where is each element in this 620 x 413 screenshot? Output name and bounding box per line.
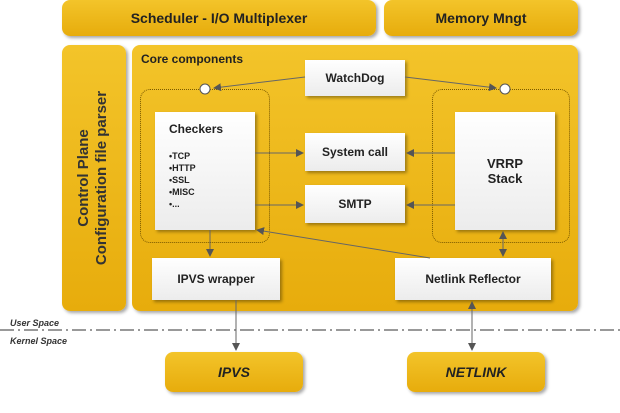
ipvs-kernel-label: IPVS	[218, 364, 250, 380]
ipvs-kernel-box: IPVS	[165, 352, 303, 392]
checkers-title: Checkers	[169, 122, 224, 136]
netlink-to-checkers-arrow	[256, 227, 431, 259]
checker-item-more: ...	[169, 198, 196, 210]
checker-item-http: HTTP	[169, 162, 196, 174]
ipvs-wrapper-box: IPVS wrapper	[152, 258, 280, 300]
kernel-space-label: Kernel Space	[10, 336, 68, 346]
vrrp-line1: VRRP	[486, 156, 524, 171]
netlink-reflector-label: Netlink Reflector	[425, 272, 521, 286]
checker-item-tcp: TCP	[169, 150, 196, 162]
watchdog-to-vrrp-arrow	[404, 76, 497, 92]
netlink-kernel-label: NETLINK	[445, 364, 507, 380]
system-call-label: System call	[321, 145, 389, 159]
smtp-box: SMTP	[305, 185, 405, 223]
netlink-kernel-box: NETLINK	[407, 352, 545, 392]
scheduler-label: Scheduler - I/O Multiplexer	[130, 10, 308, 26]
watchdog-box: WatchDog	[305, 60, 405, 96]
user-space-label: User Space	[10, 318, 60, 328]
system-call-box: System call	[305, 133, 405, 171]
smtp-label: SMTP	[338, 197, 372, 211]
vrrp-line2: Stack	[487, 171, 523, 186]
checkers-socket-icon	[199, 83, 211, 95]
netlink-reflector-box: Netlink Reflector	[395, 258, 551, 300]
ipvs-wrapper-label: IPVS wrapper	[177, 272, 255, 286]
scheduler-io-multiplexer-box: Scheduler - I/O Multiplexer	[62, 0, 376, 36]
memory-label: Memory Mngt	[435, 10, 527, 26]
vrrp-stack-box: VRRP Stack	[455, 112, 555, 230]
control-plane-box: Control Plane Configuration file parser	[62, 45, 126, 311]
checker-item-ssl: SSL	[169, 174, 196, 186]
core-components-label: Core components	[141, 52, 244, 66]
memory-management-box: Memory Mngt	[384, 0, 578, 36]
watchdog-label: WatchDog	[325, 71, 385, 85]
vrrp-socket-icon	[499, 83, 511, 95]
checkers-list: TCP HTTP SSL MISC ...	[169, 150, 196, 210]
checker-item-misc: MISC	[169, 186, 196, 198]
checkers-box: Checkers TCP HTTP SSL MISC ...	[155, 112, 255, 230]
watchdog-to-checkers-arrow	[213, 76, 306, 92]
